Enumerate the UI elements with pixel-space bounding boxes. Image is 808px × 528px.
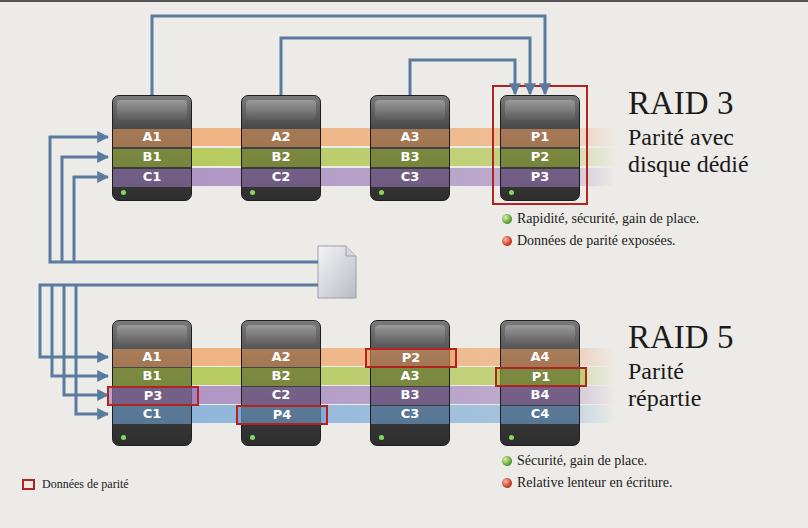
parity-cell: P2 <box>365 348 457 368</box>
disk-lid <box>117 325 187 345</box>
section-subtitle: Parité répartie <box>628 358 738 412</box>
block-label: B3 <box>371 387 449 405</box>
disk: A1B1C1 <box>112 95 192 201</box>
disk-lid <box>505 100 575 120</box>
feature-note: Relative lenteur en écriture. <box>517 474 797 492</box>
disk-lid <box>117 100 187 120</box>
parity-cell: P4 <box>236 405 328 425</box>
disk-led <box>509 190 514 195</box>
block-label: B1 <box>113 149 191 167</box>
parity-label: P1 <box>497 369 585 385</box>
disk-lid <box>246 325 316 345</box>
block-label: B2 <box>242 368 320 386</box>
parity-arrow <box>152 16 545 95</box>
block-label: C4 <box>501 406 579 424</box>
block-label: C2 <box>242 169 320 187</box>
block-label: A3 <box>371 129 449 147</box>
parity-cell: P3 <box>107 386 199 406</box>
block-label: A1 <box>113 129 191 147</box>
block-label: C1 <box>113 406 191 424</box>
disk-led <box>121 435 126 440</box>
disk: A1B1C1P3 <box>112 320 192 446</box>
disk: A3B3C3 <box>370 95 450 201</box>
plus-bullet <box>502 456 512 466</box>
minus-bullet <box>502 236 512 246</box>
disk-lid <box>246 100 316 120</box>
parity-arrow <box>281 38 530 95</box>
block-label: A2 <box>242 349 320 367</box>
disk: A2B2C2 <box>241 95 321 201</box>
parity-label: P3 <box>109 388 197 404</box>
block-label: P2 <box>501 149 579 167</box>
disk-lid <box>375 325 445 345</box>
feature-note: Rapidité, sécurité, gain de place. <box>517 210 797 228</box>
disk: A2B2C2P4 <box>241 320 321 446</box>
section-heading: RAID 5 <box>628 318 798 356</box>
block-label: C1 <box>113 169 191 187</box>
disk-led <box>379 435 384 440</box>
block-label: P1 <box>501 129 579 147</box>
block-label: A3 <box>371 368 449 386</box>
block-label: B3 <box>371 149 449 167</box>
parity-label: P2 <box>367 350 455 366</box>
disk-lid <box>505 325 575 345</box>
parity-cell: P1 <box>495 367 587 387</box>
minus-bullet <box>502 478 512 488</box>
disk-led <box>250 435 255 440</box>
section-heading: RAID 3 <box>628 84 798 122</box>
block-label: A4 <box>501 349 579 367</box>
parity-label: P4 <box>238 407 326 423</box>
disk-led <box>379 190 384 195</box>
disk-led <box>509 435 514 440</box>
legend-swatch <box>22 479 35 490</box>
block-label: P3 <box>501 169 579 187</box>
block-label: C3 <box>371 406 449 424</box>
disk: A3B3C3P2 <box>370 320 450 446</box>
block-label: C2 <box>242 387 320 405</box>
legend-label: Données de parité <box>42 477 129 492</box>
document-icon <box>318 246 356 298</box>
block-label: A1 <box>113 349 191 367</box>
top-rule <box>0 0 808 2</box>
disk: A4B4C4P1 <box>500 320 580 446</box>
disk-lid <box>375 100 445 120</box>
block-label: B1 <box>113 368 191 386</box>
feature-note: Sécurité, gain de place. <box>517 452 797 470</box>
disk-led <box>250 190 255 195</box>
block-label: B2 <box>242 149 320 167</box>
disk-led <box>121 190 126 195</box>
data-bands <box>132 128 616 423</box>
block-label: C3 <box>371 169 449 187</box>
parity-frame <box>493 86 587 204</box>
disk: P1P2P3 <box>500 95 580 201</box>
parity-arrow <box>410 60 515 95</box>
section-subtitle: Parité avec disque dédié <box>628 124 798 178</box>
block-label: B4 <box>501 387 579 405</box>
feature-note: Données de parité exposées. <box>517 232 797 250</box>
plus-bullet <box>502 214 512 224</box>
block-label: A2 <box>242 129 320 147</box>
